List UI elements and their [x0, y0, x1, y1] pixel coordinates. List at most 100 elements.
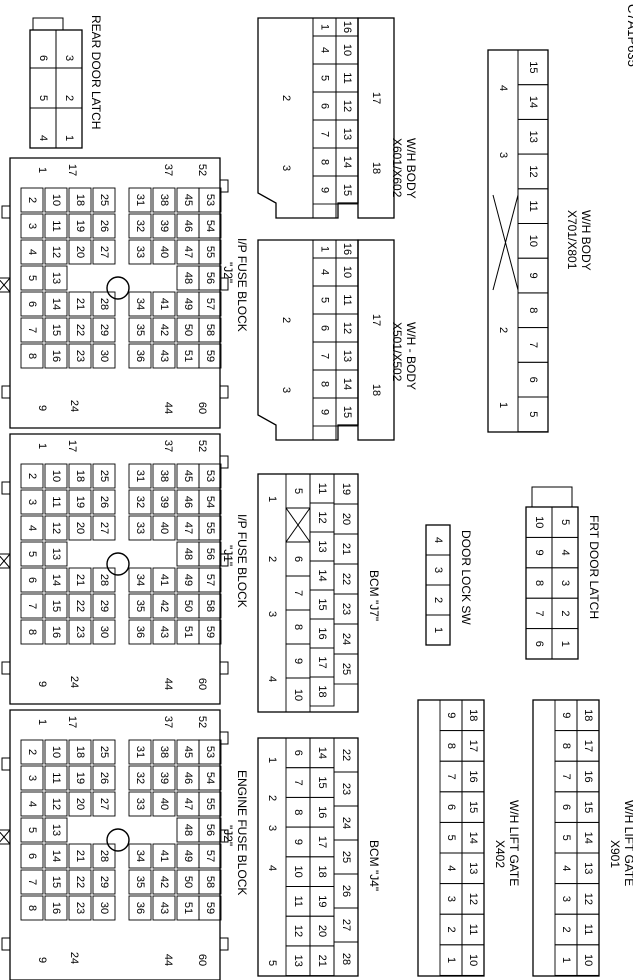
- pin-label: 19: [74, 496, 86, 508]
- pin-label: 13: [582, 862, 594, 874]
- pin-label: 14: [341, 378, 353, 390]
- pin-cell: [20, 317, 44, 343]
- pin-label: 4: [560, 865, 572, 871]
- pin-label: 33: [134, 522, 146, 534]
- pin-cell: [44, 791, 68, 817]
- pin-cell: [198, 843, 222, 869]
- pin-label: 42: [158, 324, 170, 336]
- pin-cell: [551, 628, 579, 660]
- pin-label: 39: [158, 496, 170, 508]
- pin-label: 1: [559, 641, 571, 647]
- pin-cell: [44, 213, 68, 239]
- pin-label: 18: [316, 866, 328, 878]
- pin-cell: [68, 291, 92, 317]
- pin-label: 20: [74, 246, 86, 258]
- pin-label: 15: [50, 324, 62, 336]
- pin-label: 18: [74, 470, 86, 482]
- pin-label: 56: [204, 824, 216, 836]
- pin-label: 8: [319, 159, 331, 165]
- pin-cell: [198, 619, 222, 645]
- pin-label: 11: [292, 896, 304, 907]
- pin-label: 17: [66, 164, 78, 176]
- pin-label: 1: [445, 957, 457, 963]
- pin-label: 1: [36, 443, 48, 449]
- pin-label: 50: [182, 600, 194, 612]
- pin-cell: [20, 291, 44, 317]
- pin-label: 53: [204, 194, 216, 206]
- pin-label: 1: [497, 402, 509, 408]
- pin-label: 4: [266, 676, 278, 682]
- pin-label: 35: [134, 324, 146, 336]
- pin-label: 7: [319, 353, 331, 359]
- pin-cell: [152, 343, 176, 369]
- pin-label: 55: [204, 798, 216, 810]
- pin-label: 18: [370, 384, 382, 396]
- pin-label: 57: [204, 850, 216, 862]
- pin-label: 2: [26, 197, 38, 203]
- pin-label: 26: [98, 220, 110, 232]
- x701-sub-label: W/H BODY: [579, 210, 593, 271]
- pin-label: 24: [340, 817, 352, 829]
- pin-cell: [152, 765, 176, 791]
- pin-cell: [68, 619, 92, 645]
- pin-label: 6: [26, 301, 38, 307]
- pin-label: 17: [316, 656, 328, 668]
- pin-label: 13: [316, 540, 328, 552]
- fuse-block-hole: [106, 276, 130, 300]
- pin-label: 1: [560, 957, 572, 963]
- pin-label: 2: [497, 327, 509, 333]
- pin-cell: [20, 541, 44, 567]
- pin-label: 1: [432, 627, 444, 633]
- pin-label: 5: [559, 519, 571, 525]
- pin-label: 7: [560, 773, 572, 779]
- pin-label: 58: [204, 876, 216, 888]
- pin-label: 14: [316, 569, 328, 581]
- pin-label: 10: [341, 266, 353, 278]
- pin-label: 5: [319, 297, 331, 303]
- pin-cell: [20, 791, 44, 817]
- pin-cell: [152, 291, 176, 317]
- pin-label: 5: [26, 275, 38, 281]
- pin-label: 5: [37, 95, 49, 101]
- pin-label: 8: [26, 905, 38, 911]
- door-lock-sw-label: DOOR LOCK SW: [459, 530, 473, 625]
- pin-label: 10: [582, 954, 594, 966]
- pin-cell: [152, 739, 176, 765]
- rear-door-latch-label: REAR DOOR LATCH: [89, 15, 103, 129]
- pin-label: 5: [26, 551, 38, 557]
- pin-label: 4: [26, 801, 38, 807]
- pin-cell: [152, 187, 176, 213]
- pin-cell: [128, 213, 152, 239]
- pin-label: 22: [340, 573, 352, 585]
- pin-label: 48: [182, 548, 194, 560]
- pin-label: 2: [63, 95, 75, 101]
- pin-cell: [92, 869, 116, 895]
- pin-label: 5: [266, 960, 278, 966]
- pin-label: 46: [182, 496, 194, 508]
- pin-label: 16: [341, 21, 353, 33]
- pin-label: 15: [50, 876, 62, 888]
- pin-label: 9: [36, 681, 48, 687]
- pin-cell: [44, 489, 68, 515]
- pin-label: 6: [292, 750, 304, 756]
- pin-cell: [128, 317, 152, 343]
- pin-cell: [20, 869, 44, 895]
- pin-label: 3: [266, 611, 278, 617]
- pin-cell: [198, 239, 222, 265]
- pin-label: 3: [26, 499, 38, 505]
- pin-label: 8: [292, 624, 304, 630]
- pin-label: 31: [134, 746, 146, 758]
- pin-label: 26: [98, 772, 110, 784]
- pin-label: 14: [50, 298, 62, 310]
- pin-cell: [128, 619, 152, 645]
- pin-label: 12: [50, 522, 62, 534]
- pin-label: 5: [319, 75, 331, 81]
- pin-label: 6: [37, 55, 49, 61]
- pin-cell: [128, 765, 152, 791]
- pin-label: 8: [560, 743, 572, 749]
- pin-cell: [128, 239, 152, 265]
- pin-cell: [20, 239, 44, 265]
- pin-label: 30: [98, 626, 110, 638]
- x402-label: X402: [493, 840, 507, 868]
- pin-label: 1: [36, 719, 48, 725]
